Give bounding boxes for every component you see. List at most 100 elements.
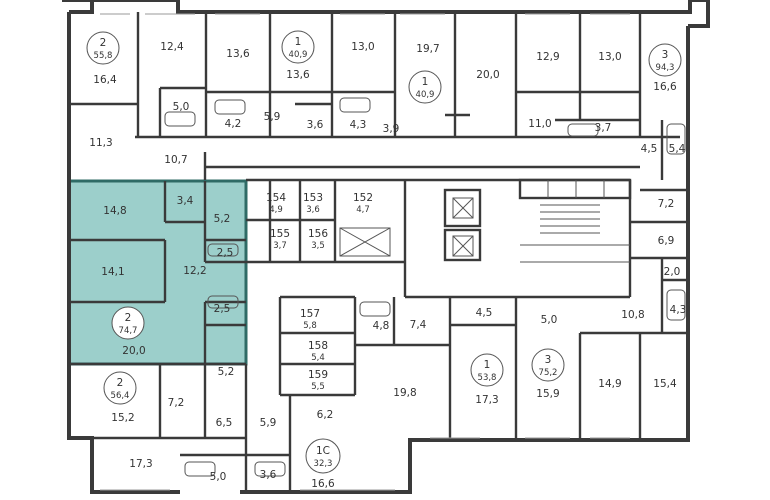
- room-area: 2,0: [664, 266, 681, 278]
- room-area: 5,0: [210, 471, 227, 483]
- room-area: 5,0: [173, 101, 190, 113]
- room-area: 19,8: [393, 387, 416, 399]
- selected-apartment-area[interactable]: [67, 179, 248, 366]
- apt-total: 74,7: [119, 326, 138, 336]
- room-area: 7,4: [410, 319, 427, 331]
- storage-area: 5,8: [303, 321, 317, 331]
- room-area: 17,3: [129, 458, 152, 470]
- apt-rooms: 1: [295, 36, 302, 48]
- room-area: 12,4: [160, 41, 184, 53]
- storage-num: 159: [308, 369, 328, 381]
- storage-num: 152: [353, 192, 373, 204]
- room-area: 4,8: [373, 320, 390, 332]
- room-area: 4,3: [670, 304, 687, 316]
- apt-label-g: 3 75,2: [531, 348, 565, 382]
- apt-total: 40,9: [416, 90, 435, 100]
- room-area: 5,9: [264, 111, 281, 123]
- room-area: 5,2: [214, 213, 231, 225]
- room-area: 3,6: [260, 469, 277, 481]
- room-area: 16,6: [311, 478, 335, 490]
- room-area: 16,6: [653, 81, 677, 93]
- room-area: 4,3: [350, 119, 367, 131]
- storage-area: 3,6: [306, 205, 320, 215]
- room-area: 11,3: [89, 137, 112, 149]
- storage-num: 153: [303, 192, 323, 204]
- room-area: 13,6: [286, 69, 310, 81]
- apt-rooms: 2: [100, 37, 107, 49]
- apt-label-f: 1 53,8: [470, 353, 504, 387]
- room-area: 10,7: [164, 154, 187, 166]
- room-area: 2,5: [217, 247, 234, 259]
- room-area: 7,2: [168, 397, 185, 409]
- room-area: 14,1: [101, 266, 124, 278]
- room-area: 4,5: [476, 307, 493, 319]
- room-area: 6,5: [216, 417, 233, 429]
- apt-rooms: 3: [662, 49, 669, 61]
- room-area: 15,2: [111, 412, 134, 424]
- room-area: 3,4: [177, 195, 194, 207]
- apt-total: 32,3: [314, 459, 333, 469]
- room-area: 4,2: [225, 118, 242, 130]
- room-areas: 16,4 12,4 13,6 13,6 13,0 19,7 20,0 12,9 …: [89, 41, 686, 490]
- room-area: 20,0: [476, 69, 499, 81]
- room-area: 10,8: [621, 309, 644, 321]
- apt-total: 55,8: [94, 51, 113, 61]
- apt-total: 94,3: [656, 63, 675, 73]
- apt-label-h: 1С 32,3: [305, 438, 341, 474]
- apt-rooms: 3: [545, 354, 552, 366]
- room-area: 12,9: [536, 51, 559, 63]
- storage-num: 155: [270, 228, 290, 240]
- room-area: 6,2: [317, 409, 334, 421]
- storage-area: 4,7: [356, 205, 370, 215]
- storage-area: 5,4: [311, 353, 325, 363]
- room-area: 6,9: [658, 235, 675, 247]
- room-area: 2,5: [214, 303, 231, 315]
- bath-fixtures: [164, 97, 686, 477]
- apt-total: 56,4: [111, 391, 130, 401]
- partitions: [69, 12, 688, 492]
- storage-area: 5,5: [311, 382, 325, 392]
- apt-rooms: 1: [422, 76, 429, 88]
- apt-label-c: 1 40,9: [408, 70, 442, 104]
- storage-area: 4,9: [269, 205, 283, 215]
- windows: [100, 13, 630, 491]
- room-area: 11,0: [528, 118, 551, 130]
- apt-label-e: 2 56,4: [103, 371, 137, 405]
- room-area: 5,0: [541, 314, 558, 326]
- room-area: 15,4: [653, 378, 677, 390]
- storage-area: 3,7: [273, 241, 287, 251]
- room-area: 13,0: [351, 41, 374, 53]
- room-area: 17,3: [475, 394, 498, 406]
- storage-num: 157: [300, 308, 320, 320]
- room-area: 7,2: [658, 198, 675, 210]
- apt-rooms: 1С: [316, 445, 330, 457]
- apt-total: 40,9: [289, 50, 308, 60]
- room-area: 15,9: [536, 388, 559, 400]
- room-area: 4,5: [641, 143, 658, 155]
- room-area: 16,4: [93, 74, 117, 86]
- apt-label-d: 3 94,3: [648, 43, 682, 77]
- room-area: 5,4: [669, 143, 686, 155]
- room-area: 20,0: [122, 345, 145, 357]
- storage-units: 154 4,9 153 3,6 152 4,7 155 3,7 156 3,5 …: [266, 192, 373, 392]
- apt-label-b: 1 40,9: [281, 30, 315, 64]
- apt-total: 75,2: [539, 368, 558, 378]
- staircase: [520, 204, 630, 263]
- apt-rooms: 2: [125, 312, 132, 324]
- storage-area: 3,5: [311, 241, 325, 251]
- room-area: 14,8: [103, 205, 126, 217]
- corridor: [135, 135, 680, 299]
- room-area: 5,2: [218, 366, 235, 378]
- storage-num: 154: [266, 192, 286, 204]
- storage-num: 156: [308, 228, 328, 240]
- apt-total: 53,8: [478, 373, 497, 383]
- room-area: 13,6: [226, 48, 250, 60]
- apt-label-selected[interactable]: 2 74,7: [111, 306, 145, 340]
- room-area: 3,6: [307, 119, 324, 131]
- apt-rooms: 1: [484, 359, 491, 371]
- room-area: 3,7: [595, 122, 612, 134]
- room-area: 3,9: [383, 123, 400, 135]
- room-area: 12,2: [183, 265, 206, 277]
- room-area: 5,9: [260, 417, 277, 429]
